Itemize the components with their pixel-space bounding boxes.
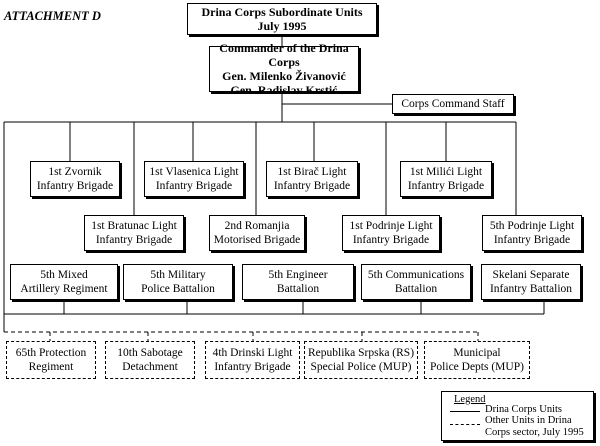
unit-label: Infantry Brigade xyxy=(214,361,291,373)
unit-label: 5th Mixed xyxy=(40,269,88,281)
unit-label: Republika Srpska (RS) xyxy=(307,347,415,359)
unit-label: 5th Podrinje Light xyxy=(489,220,575,232)
attachment-label: ATTACHMENT D xyxy=(4,9,101,23)
unit-label: Infantry Brigade xyxy=(155,180,233,192)
unit-label: Skelani Separate xyxy=(492,269,570,281)
unit-label: 1st Milići Light xyxy=(409,166,483,178)
unit-label: Infantry Brigade xyxy=(36,180,114,192)
unit-label: 1st Zvornik xyxy=(48,166,102,178)
legend-dashed-label: Other Units in Drina Corps sector, July … xyxy=(485,415,584,438)
unit-label: Infantry Brigade xyxy=(352,234,430,246)
chart-title-line1: Drina Corps Subordinate Units xyxy=(201,5,363,19)
unit-label: Motorised Brigade xyxy=(213,234,301,246)
unit-label: Regiment xyxy=(28,361,74,373)
legend-solid-label: Drina Corps Units xyxy=(485,404,562,415)
unit-label: Infantry Brigade xyxy=(493,234,571,246)
unit-label: Detachment xyxy=(122,361,178,373)
unit-label: 65th Protection xyxy=(15,347,87,359)
unit-label: 5th Engineer xyxy=(268,269,328,281)
corps-command-staff-label: Corps Command Staff xyxy=(401,98,505,110)
unit-label: 1st Vlasenica Light xyxy=(149,166,239,178)
commander-name-1: Gen. Milenko Živanović xyxy=(222,69,346,83)
unit-label: Special Police (MUP) xyxy=(310,361,412,373)
unit-label: 1st Bratunac Light xyxy=(91,220,177,232)
unit-label: Police Depts (MUP) xyxy=(430,361,524,373)
unit-label: Artillery Regiment xyxy=(20,283,108,295)
unit-label: 1st Birač Light xyxy=(277,166,347,178)
legend-title: Legend xyxy=(454,394,486,405)
commander-title: Commander of the Drina Corps xyxy=(219,41,349,69)
unit-label: Municipal xyxy=(453,347,501,359)
legend-dashed-line xyxy=(450,424,480,425)
unit-label: 2nd Romanjia xyxy=(224,220,290,232)
corps-command-staff-box: Corps Command Staff xyxy=(392,94,514,114)
unit-label: 1st Podrinje Light xyxy=(349,220,433,232)
other-unit-box-rs-special-police: Republika Srpska (RS) Special Police (MUP… xyxy=(304,341,418,379)
unit-label: Battalion xyxy=(394,283,438,295)
unit-label: 10th Sabotage xyxy=(117,347,183,359)
unit-label: Infantry Brigade xyxy=(407,180,485,192)
legend-solid-line xyxy=(450,411,480,412)
unit-label: 5th Communications xyxy=(367,269,465,281)
unit-label: Infantry Battalion xyxy=(489,283,573,295)
unit-label: Infantry Brigade xyxy=(95,234,173,246)
unit-label: 4th Drinski Light xyxy=(212,347,293,359)
unit-label: Police Battalion xyxy=(141,283,215,295)
unit-label: 5th Military xyxy=(150,269,206,281)
unit-label: Battalion xyxy=(276,283,320,295)
commander-name-2: Gen. Radislav Krstić xyxy=(230,83,338,97)
chart-title-line2: July 1995 xyxy=(257,19,307,33)
legend: Legend Drina Corps Units Other Units in … xyxy=(441,391,594,441)
unit-label: Infantry Brigade xyxy=(273,180,351,192)
